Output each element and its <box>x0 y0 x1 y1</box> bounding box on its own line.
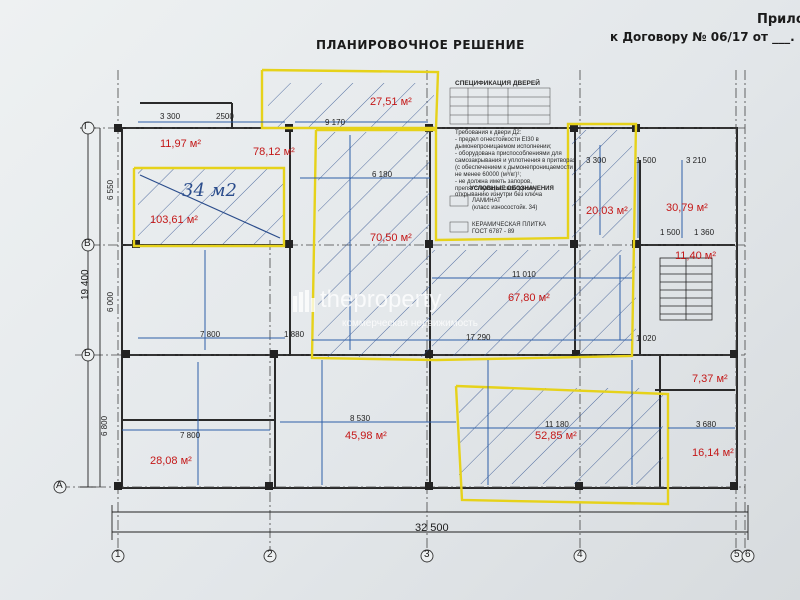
area-label-2808: 28,08 м² <box>150 455 192 467</box>
area-label-1614: 16,14 м² <box>692 447 734 459</box>
door-spec-table <box>449 87 551 233</box>
dim-6180: 6 180 <box>372 170 393 179</box>
dim-3300: 3 300 <box>160 112 181 121</box>
area-label-5285: 52,85 м² <box>535 430 577 442</box>
dim-3300b: 3 300 <box>586 156 607 165</box>
dim-6000: 6 000 <box>106 291 115 312</box>
dim-7800a: 7 800 <box>200 330 221 339</box>
dim-6800: 6 800 <box>100 415 109 436</box>
page-title: ПЛАНИРОВОЧНОЕ РЕШЕНИЕ <box>316 38 525 52</box>
dim-1500a: 1 500 <box>636 156 657 165</box>
dim-overall-width: 32 500 <box>415 522 449 534</box>
area-label-2751: 27,51 м² <box>370 96 412 108</box>
highlighted-areas <box>132 68 670 506</box>
axis-row-g: Г <box>84 121 90 132</box>
spec-req-4: самозакрывания и уплотнения в притворах <box>455 158 576 164</box>
spec-req-5: (с обеспечением к дымонепроницаемости <box>455 165 573 171</box>
spec-req-3: - оборудована приспособлениями для <box>455 151 562 157</box>
spec-req-6: не менее 60000 (м³/кг)¹; <box>455 172 522 178</box>
dim-3680: 3 680 <box>696 420 717 429</box>
spec-heading: СПЕЦИФИКАЦИЯ ДВЕРЕЙ <box>455 80 540 87</box>
axis-col-4: 4 <box>577 549 583 560</box>
axis-markers <box>53 121 755 563</box>
dim-6550: 6 550 <box>106 179 115 200</box>
dim-9170: 9 170 <box>325 118 346 127</box>
overall-dimension <box>80 127 749 540</box>
dim-1500c: 1 500 <box>660 228 681 237</box>
spec-req-2: дымонепроницаемом исполнении; <box>455 144 552 150</box>
area-label-2003: 20,03 м² <box>586 205 628 217</box>
dim-8530: 8 530 <box>350 414 371 423</box>
spec-req-1: - предел огнестойкости EI30 в <box>455 137 539 143</box>
spec-req-7: - не должна иметь запоров, <box>455 179 532 185</box>
staircase <box>659 257 713 321</box>
area-label-1140: 11,40 м² <box>675 250 716 262</box>
axis-col-1: 1 <box>115 549 121 560</box>
hatched-areas <box>138 83 663 484</box>
watermark-brand: theproperty <box>320 286 442 313</box>
legend-tile: КЕРАМИЧЕСКАЯ ПЛИТКА <box>472 222 546 228</box>
area-label-7050: 70,50 м² <box>370 232 412 244</box>
legend-heading: УСЛОВНЫЕ ОБОЗНАЧЕНИЯ <box>470 186 554 192</box>
area-label-6780: 67,80 м² <box>508 292 550 304</box>
dim-11010: 11 010 <box>512 270 536 279</box>
area-label-737: 7,37 м² <box>692 373 728 385</box>
handwritten-note: 34 м2 <box>182 180 238 201</box>
dim-overall-height: 19 400 <box>80 269 91 300</box>
axis-row-b: Б <box>84 348 91 359</box>
dimension-lines <box>122 121 735 485</box>
axis-col-5: 5 <box>734 549 740 560</box>
area-label-1197: 11,97 м² <box>160 138 201 150</box>
axis-row-a: А <box>56 480 63 491</box>
handwritten-cross <box>139 174 281 239</box>
axis-row-v: В <box>84 238 91 249</box>
dim-7800b: 7 800 <box>180 431 201 440</box>
dim-1020: 1 020 <box>636 334 657 343</box>
dim-1360: 1 360 <box>694 228 715 237</box>
dim-3210: 3 210 <box>686 156 707 165</box>
dim-17290: 17 290 <box>466 333 491 342</box>
watermark-logo-icon <box>292 290 316 312</box>
spec-req-8: препятствующих свободному <box>455 186 537 192</box>
axis-col-2: 2 <box>267 549 273 560</box>
axis-col-3: 3 <box>424 549 430 560</box>
area-label-7812: 78,12 м² <box>253 146 295 158</box>
legend-laminate: ЛАМИНАТ <box>472 198 501 204</box>
spec-req-9: открыванию изнутри без ключа <box>455 192 543 198</box>
contract-label: к Договору № 06/17 от ___. <box>610 30 795 44</box>
dim-2500: 2500 <box>216 112 234 121</box>
spec-req-0: Требования к двери Д2: <box>455 130 522 136</box>
axis-col-6: 6 <box>745 549 751 560</box>
area-label-3079: 30,79 м² <box>666 202 708 214</box>
appendix-label: Прило <box>757 12 800 27</box>
legend-laminate-note: (класс износостойк. 34) <box>472 205 538 211</box>
watermark-tagline: коммерческая недвижимость <box>342 318 478 329</box>
legend-tile-note: ГОСТ 6787 - 89 <box>472 229 515 235</box>
dim-1880: 1 880 <box>284 330 305 339</box>
dim-11180: 11 180 <box>545 420 569 429</box>
area-label-4598: 45,98 м² <box>345 430 387 442</box>
area-label-10361: 103,61 м² <box>150 214 198 226</box>
